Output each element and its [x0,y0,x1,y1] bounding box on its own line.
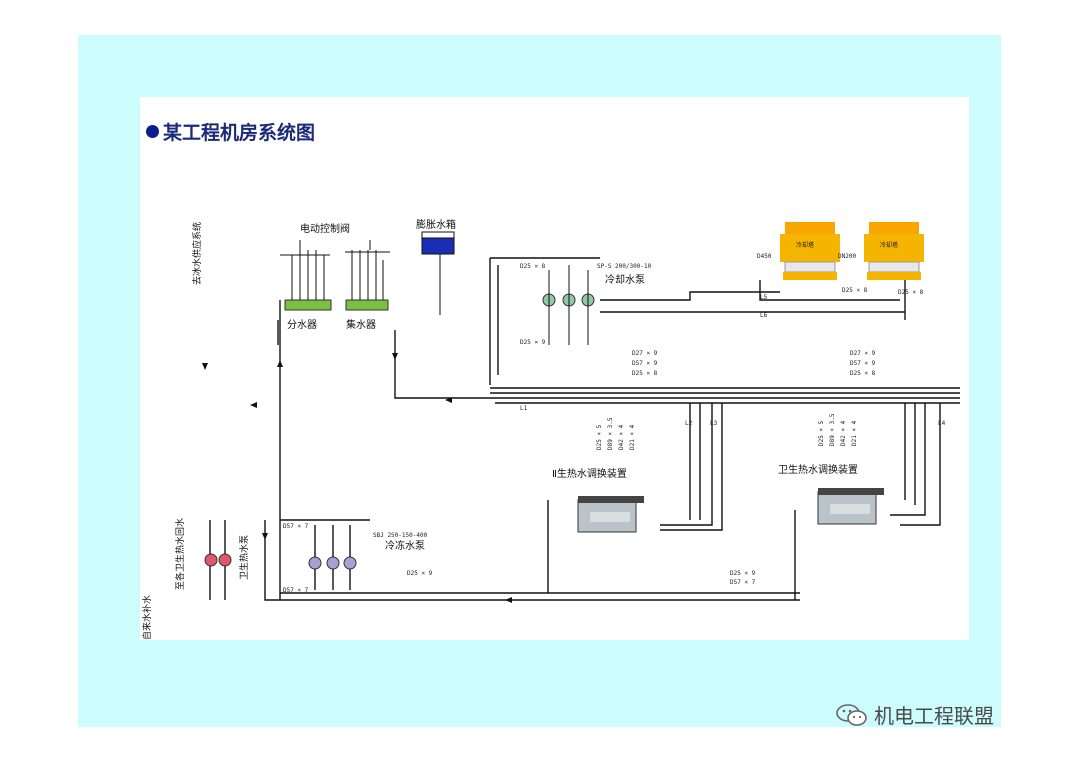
label-cooling-pump: 冷却水泵 [605,273,645,286]
page-title: 某工程机房系统图 [146,118,315,145]
pipe-unit1-c [660,403,713,526]
spec-l1: L1 [520,405,528,412]
watermark: 机电工程联盟 [836,700,994,729]
arrow-down-1 [262,533,268,540]
distributor-header [284,299,332,311]
spec-cold-f: D89 × 3.5 [829,413,836,446]
cooling-tower-2 [864,222,924,280]
label-unit1: Ⅱ生热水调换装置 [552,467,627,480]
arrow-left-3 [505,597,512,603]
spec-d25x9: D25 × 9 [520,339,546,346]
spec-d57x7-c: D57 × 7 [730,579,756,586]
tower-brand-1: 冷却塔 [796,241,814,249]
spec-chilled-pump: SBJ 250-150-400 [373,532,428,539]
spec-l6: L6 [760,312,768,319]
pipe-unit1-d [660,403,723,531]
label-unit2: 卫生热水调换装置 [778,463,858,476]
spec-d25x8-b: D25 × 8 [632,370,658,377]
diagram-sheet [140,97,969,640]
watermark-text: 机电工程联盟 [874,704,994,728]
title-text: 某工程机房系统图 [163,122,316,144]
label-collector: 集水器 [346,318,376,331]
spec-l4: L4 [938,420,946,427]
spec-d57x9-b: D57 × 9 [850,360,876,367]
pipe-to-tower [759,280,900,301]
spec-l3: L3 [710,420,718,427]
hot-pump-1 [204,553,218,567]
spec-cold-c: D42 × 4 [618,424,625,450]
pipe-unit2-c [890,403,926,516]
spec-d450: D450 [757,253,772,260]
wechat-icon [836,703,867,726]
label-tap-water: 自来水补水 [141,595,153,640]
spec-cold-b: D89 × 3.5 [607,417,614,450]
spec-cold-g: D42 × 4 [840,420,847,446]
spec-d57x9-a: D57 × 9 [632,360,658,367]
pipe-cooling-out [600,291,780,301]
pipe-left-vertical-2 [264,520,800,601]
spec-dn200: DN200 [838,253,856,260]
label-distributor: 分水器 [287,319,317,331]
spec-d27x9-b: D27 × 9 [850,350,876,357]
hot-water-unit-2 [817,488,884,525]
spec-d25x9-c: D25 × 9 [730,570,756,577]
chilled-pump-1 [308,556,322,570]
label-supply-sys: 去冰水供应系统 [191,222,203,285]
label-chilled-pump: 冷冻水泵 [385,539,425,552]
label-expansion-tank: 膨胀水箱 [416,218,456,231]
spec-d57x7-a: D57 × 7 [283,523,309,530]
spec-d25x8-e: D25 × 8 [898,289,924,296]
collector-header [345,299,389,311]
chilled-pump-3 [343,556,357,570]
spec-l5: L5 [760,294,768,301]
label-electric-valve: 电动控制阀 [300,222,350,235]
spec-d57x7-b: D57 × 7 [283,587,309,594]
spec-d25x9-b: D25 × 9 [407,570,433,577]
spec-d25x8-c: D25 × 8 [850,370,876,377]
spec-cold-e: D25 × 5 [818,420,825,446]
arrow-left-2 [250,402,257,408]
bullet-dot-icon [146,125,159,138]
arrow-up-1 [277,360,283,367]
label-hot-pump: 卫生热水泵 [238,535,250,580]
arrow-left-1 [445,397,452,403]
spec-cold-a: D25 × 5 [596,424,603,450]
spec-cold-d: D21 × 4 [629,424,636,450]
pipe-main-return [394,330,960,399]
arrow-down-3 [392,353,398,360]
spec-d25x8-a: D25 × 8 [520,263,546,270]
arrow-down-2 [202,363,208,370]
spec-cooling-pump: SP-S 200/300-10 [597,263,652,270]
pipe-unit2-d [900,403,941,526]
hot-water-unit-1 [577,496,644,533]
spec-l2: L2 [685,420,693,427]
label-hot-supply: 至各卫生热水回水 [174,518,186,590]
chilled-pump-2 [326,556,340,570]
cooling-tower-1 [780,222,840,280]
spec-d27x9-a: D27 × 9 [632,350,658,357]
tower-brand-2: 冷却塔 [880,241,898,249]
spec-d25x8-d: D25 × 8 [842,287,868,294]
hot-pump-2 [218,553,232,567]
spec-cold-h: D21 × 4 [851,420,858,446]
